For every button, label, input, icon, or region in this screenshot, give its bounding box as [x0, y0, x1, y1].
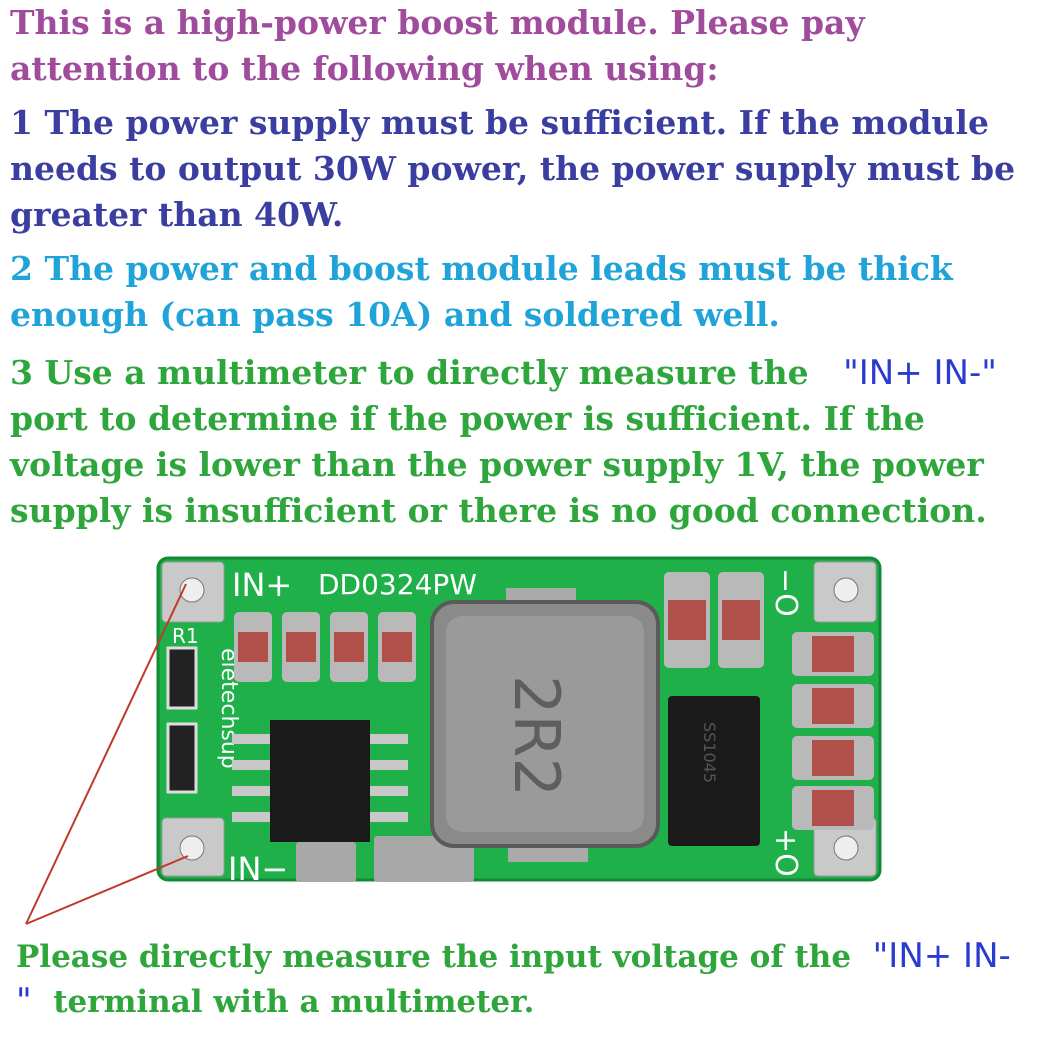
callout-text-end: terminal with a multimeter.: [53, 984, 535, 1020]
label-in-plus: IN+: [232, 566, 292, 604]
note-power-supply: 1 The power supply must be sufficient. I…: [10, 103, 1016, 234]
note3-port-label: "IN+ IN-": [843, 353, 997, 393]
intro-heading: This is a high-power boost module. Pleas…: [10, 3, 865, 88]
power-inductor: 2R2: [430, 588, 660, 862]
inductor-marking: 2R2: [500, 675, 573, 797]
callout-text: Please directly measure the input voltag…: [16, 939, 852, 975]
note-multimeter: 3 Use a multimeter to directly measure t…: [10, 350, 1040, 534]
label-r1: R1: [172, 624, 199, 648]
note3-text: 3 Use a multimeter to directly measure t…: [10, 353, 809, 392]
callout-measure: Please directly measure the input voltag…: [16, 934, 1016, 1024]
pointer-arrows: [25, 583, 189, 925]
label-out-plus: +O: [768, 828, 803, 877]
label-in-minus: IN−: [228, 850, 288, 888]
label-model: DD0324PW: [318, 568, 477, 601]
note-leads: 2 The power and boost module leads must …: [10, 249, 953, 334]
diode-marking: SS1045: [700, 722, 719, 783]
input-capacitors: [234, 612, 416, 682]
output-capacitors: [792, 632, 874, 830]
schottky-diode: SS1045: [668, 696, 760, 846]
callout-port-label: "IN+ IN-": [16, 936, 1011, 1021]
boost-module-photo: IN+ DD0324PW R1 IN− eletechsup −O +O 2R2: [25, 556, 882, 925]
label-out-minus: −O: [768, 568, 803, 617]
controller-ic: [232, 720, 408, 842]
note3-text-cont: port to determine if the power is suffic…: [10, 399, 987, 530]
